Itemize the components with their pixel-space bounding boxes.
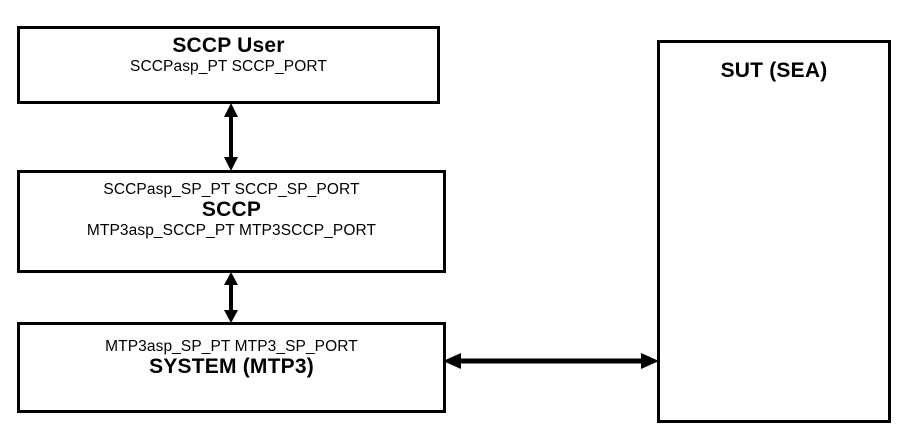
connector-sccp-to-system-mtp3-double-arrow-icon — [216, 272, 246, 323]
node-sut-title: SUT (SEA) — [720, 59, 828, 82]
connector-sccp-user-to-sccp-double-arrow-icon — [216, 103, 246, 171]
connector-system-mtp3-to-sut-double-arrow-icon — [443, 346, 659, 376]
node-sut[interactable]: SUT (SEA) — [657, 40, 891, 423]
node-sccp-user[interactable]: SCCP User SCCPasp_PT SCCP_PORT — [17, 26, 440, 104]
node-sccp[interactable]: SCCPasp_SP_PT SCCP_SP_PORT SCCP MTP3asp_… — [17, 170, 446, 273]
node-system-mtp3[interactable]: MTP3asp_SP_PT MTP3_SP_PORT SYSTEM (MTP3) — [17, 322, 446, 413]
node-system-mtp3-title: SYSTEM (MTP3) — [149, 355, 314, 379]
node-sccp-lower-ports: MTP3asp_SCCP_PT MTP3SCCP_PORT — [86, 221, 377, 239]
node-sccp-upper-ports: SCCPasp_SP_PT SCCP_SP_PORT — [103, 181, 360, 198]
node-system-mtp3-ports: MTP3asp_SP_PT MTP3_SP_PORT — [105, 338, 358, 355]
node-sccp-user-title: SCCP User — [172, 34, 285, 57]
node-sccp-title: SCCP — [201, 198, 262, 222]
node-sccp-user-ports: SCCPasp_PT SCCP_PORT — [130, 57, 327, 75]
